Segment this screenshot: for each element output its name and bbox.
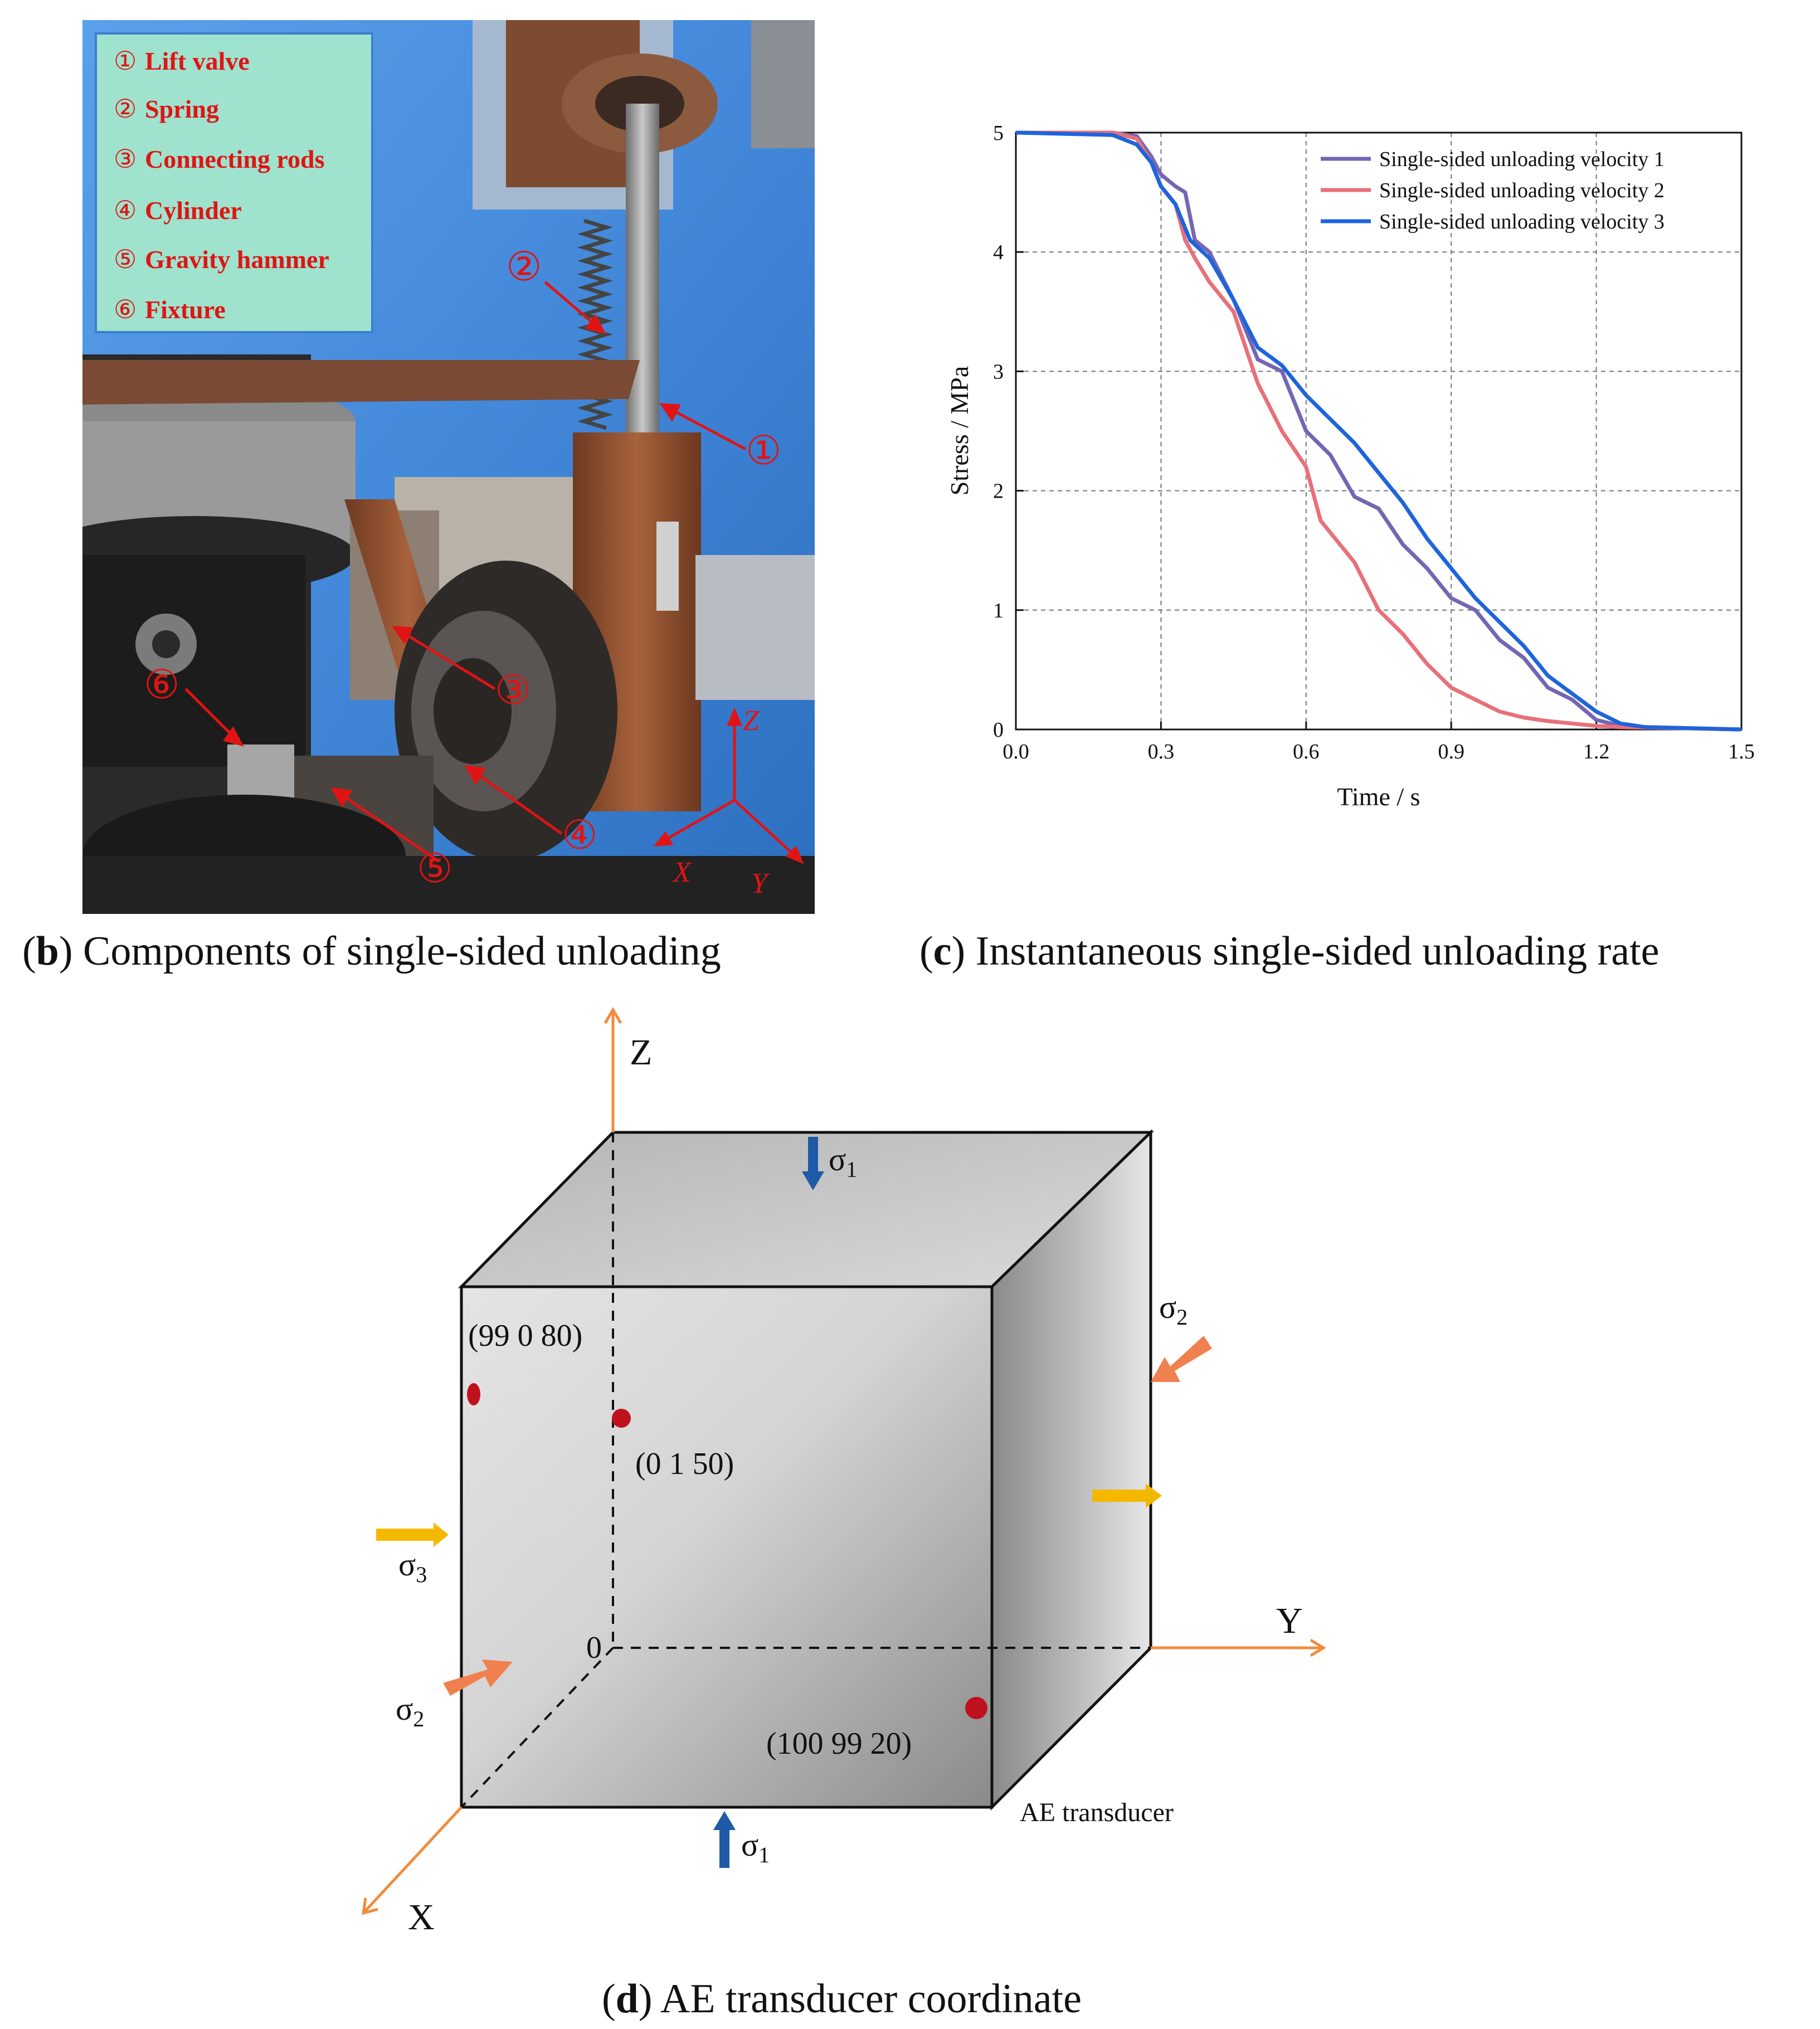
- sigma2-right-arrow: [1151, 1336, 1212, 1382]
- x-tick-label: 0.6: [1293, 740, 1320, 763]
- x-tick-label: 0.9: [1438, 740, 1464, 763]
- sigma2-right-label: σ2: [1159, 1289, 1188, 1330]
- sigma2-left-arrow: [443, 1660, 513, 1696]
- chart-ticks: 0.0 0.3 0.6 0.9 1.2 1.5 0 1 2 3 4 5: [993, 121, 1755, 763]
- photo-axis-x: X: [673, 857, 691, 888]
- x-tick-label: 0.3: [1148, 740, 1175, 763]
- cube-axis-x: X: [408, 1897, 435, 1938]
- sensor-point: [467, 1383, 480, 1405]
- cube-axis-y: Y: [1276, 1600, 1303, 1641]
- sensor-point: [965, 1697, 987, 1719]
- x-tick-label: 1.5: [1728, 740, 1755, 763]
- sigma3-left-label: σ3: [398, 1546, 427, 1587]
- sigma1-top-label: σ1: [829, 1141, 857, 1182]
- series-line-3: [1015, 130, 1742, 732]
- y-tick-label: 2: [993, 480, 1004, 503]
- chart-panel-c: 0.0 0.3 0.6 0.9 1.2 1.5 0 1 2 3 4 5 Single-sided un…: [936, 100, 1806, 836]
- sigma1-top-arrow: [802, 1137, 824, 1190]
- legend-label-2: Single-sided unloading velocity 2: [1379, 179, 1665, 202]
- sigma3-left-arrow: [376, 1522, 449, 1547]
- transducer-label: AE transducer: [1020, 1798, 1174, 1827]
- marker-3: ③: [495, 668, 531, 713]
- marker-2: ②: [506, 245, 542, 289]
- y-tick-label: 3: [993, 360, 1004, 383]
- y-axis-label: Stress / MPa: [945, 366, 974, 496]
- y-tick-label: 0: [993, 718, 1004, 742]
- point-label-3: (100 99 20): [766, 1726, 912, 1761]
- plot-frame: [1015, 132, 1743, 731]
- chart-series: [1015, 130, 1742, 732]
- x-tick-label: 0.0: [1003, 740, 1029, 763]
- marker-6: ⑥: [144, 663, 180, 707]
- legend-label-3: Single-sided unloading velocity 3: [1379, 210, 1665, 233]
- y-tick-label: 4: [993, 241, 1004, 264]
- chart-grid: [1016, 133, 1741, 729]
- x-tick-label: 1.2: [1583, 740, 1610, 763]
- y-tick-label: 5: [993, 121, 1004, 145]
- marker-1: ①: [746, 429, 782, 473]
- photo-axis-y: Y: [751, 868, 767, 899]
- sigma2-left-label: σ2: [396, 1691, 424, 1731]
- x-axis-label: Time / s: [1337, 782, 1420, 811]
- equipment-photo: [82, 20, 815, 914]
- point-label-1: (99 0 80): [468, 1318, 582, 1353]
- photo-axis-z: Z: [743, 705, 759, 737]
- cube-axes: [361, 1007, 1326, 1915]
- legend-label-1: Single-sided unloading velocity 1: [1379, 148, 1665, 171]
- caption-d: (d) AE transducer coordinate: [602, 1976, 1082, 2022]
- cube-body: [458, 1129, 1155, 1811]
- sigma1-bottom-arrow: [713, 1811, 736, 1868]
- cube-diagram: Z Y X 0 (99 0 80) (0 1 50) (100 99 20) A…: [361, 1007, 1326, 1938]
- sensor-point: [612, 1409, 631, 1428]
- stress-time-chart: 0.0 0.3 0.6 0.9 1.2 1.5 0 1 2 3 4 5 Single-sided un…: [945, 121, 1755, 811]
- caption-c: (c) Instantaneous single-sided unloading…: [919, 928, 1660, 974]
- cube-axis-z: Z: [630, 1032, 652, 1073]
- marker-4: ④: [562, 813, 598, 858]
- point-label-2: (0 1 50): [635, 1447, 734, 1481]
- caption-b: (b) Components of single-sided unloading: [22, 928, 721, 974]
- y-tick-label: 1: [993, 599, 1004, 622]
- sigma1-bottom-label: σ1: [741, 1827, 770, 1867]
- marker-5: ⑤: [417, 846, 453, 891]
- cube-origin: 0: [586, 1631, 602, 1665]
- chart-legend: Single-sided unloading velocity 1 Single-…: [1321, 148, 1665, 233]
- sigma3-right-arrow: [1092, 1483, 1162, 1508]
- series-line-1: [1016, 130, 1742, 732]
